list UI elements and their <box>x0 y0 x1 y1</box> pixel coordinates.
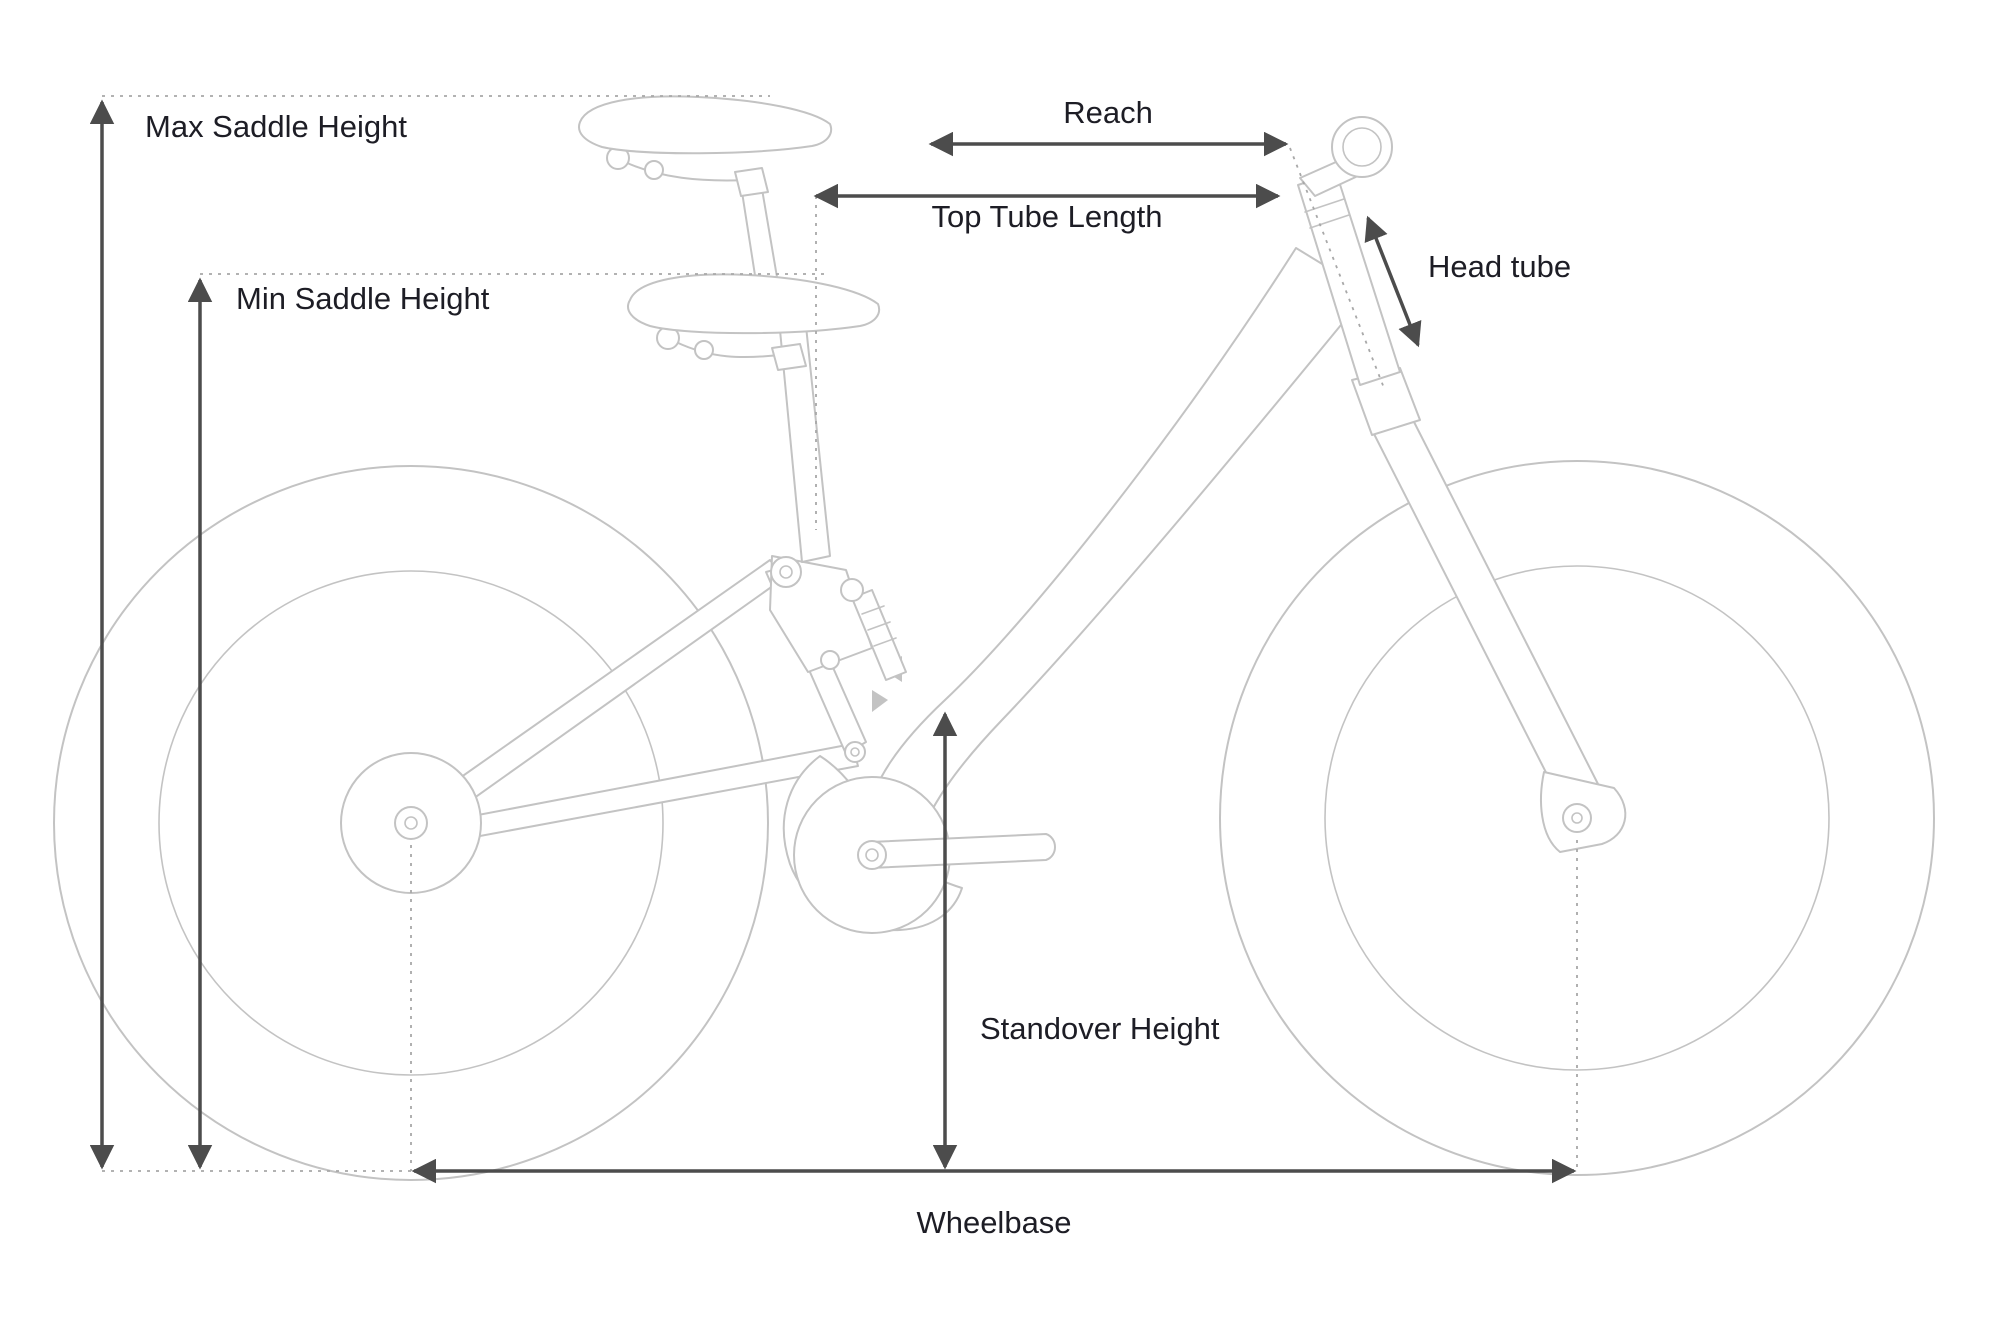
label-top-tube-length: Top Tube Length <box>931 199 1163 234</box>
label-wheelbase: Wheelbase <box>916 1205 1072 1240</box>
motor-crank <box>782 656 1056 934</box>
handlebar <box>1299 116 1393 197</box>
label-max-saddle-height: Max Saddle Height <box>145 109 407 144</box>
rear-wheel <box>53 465 769 1181</box>
dim-head-tube <box>1364 215 1422 348</box>
label-reach: Reach <box>1063 95 1153 130</box>
rear-hub <box>340 752 482 894</box>
label-min-saddle-height: Min Saddle Height <box>236 281 490 316</box>
front-wheel <box>1219 460 1935 1176</box>
fork-assembly <box>1297 171 1627 853</box>
suspension-linkage <box>769 555 907 763</box>
seatpost <box>741 188 831 563</box>
label-standover-height: Standover Height <box>980 1011 1220 1046</box>
frame <box>865 247 1369 857</box>
label-head-tube: Head tube <box>1428 249 1572 284</box>
guide-lines <box>102 95 1578 1172</box>
saddle-min <box>627 273 880 371</box>
saddle-max <box>578 95 832 197</box>
